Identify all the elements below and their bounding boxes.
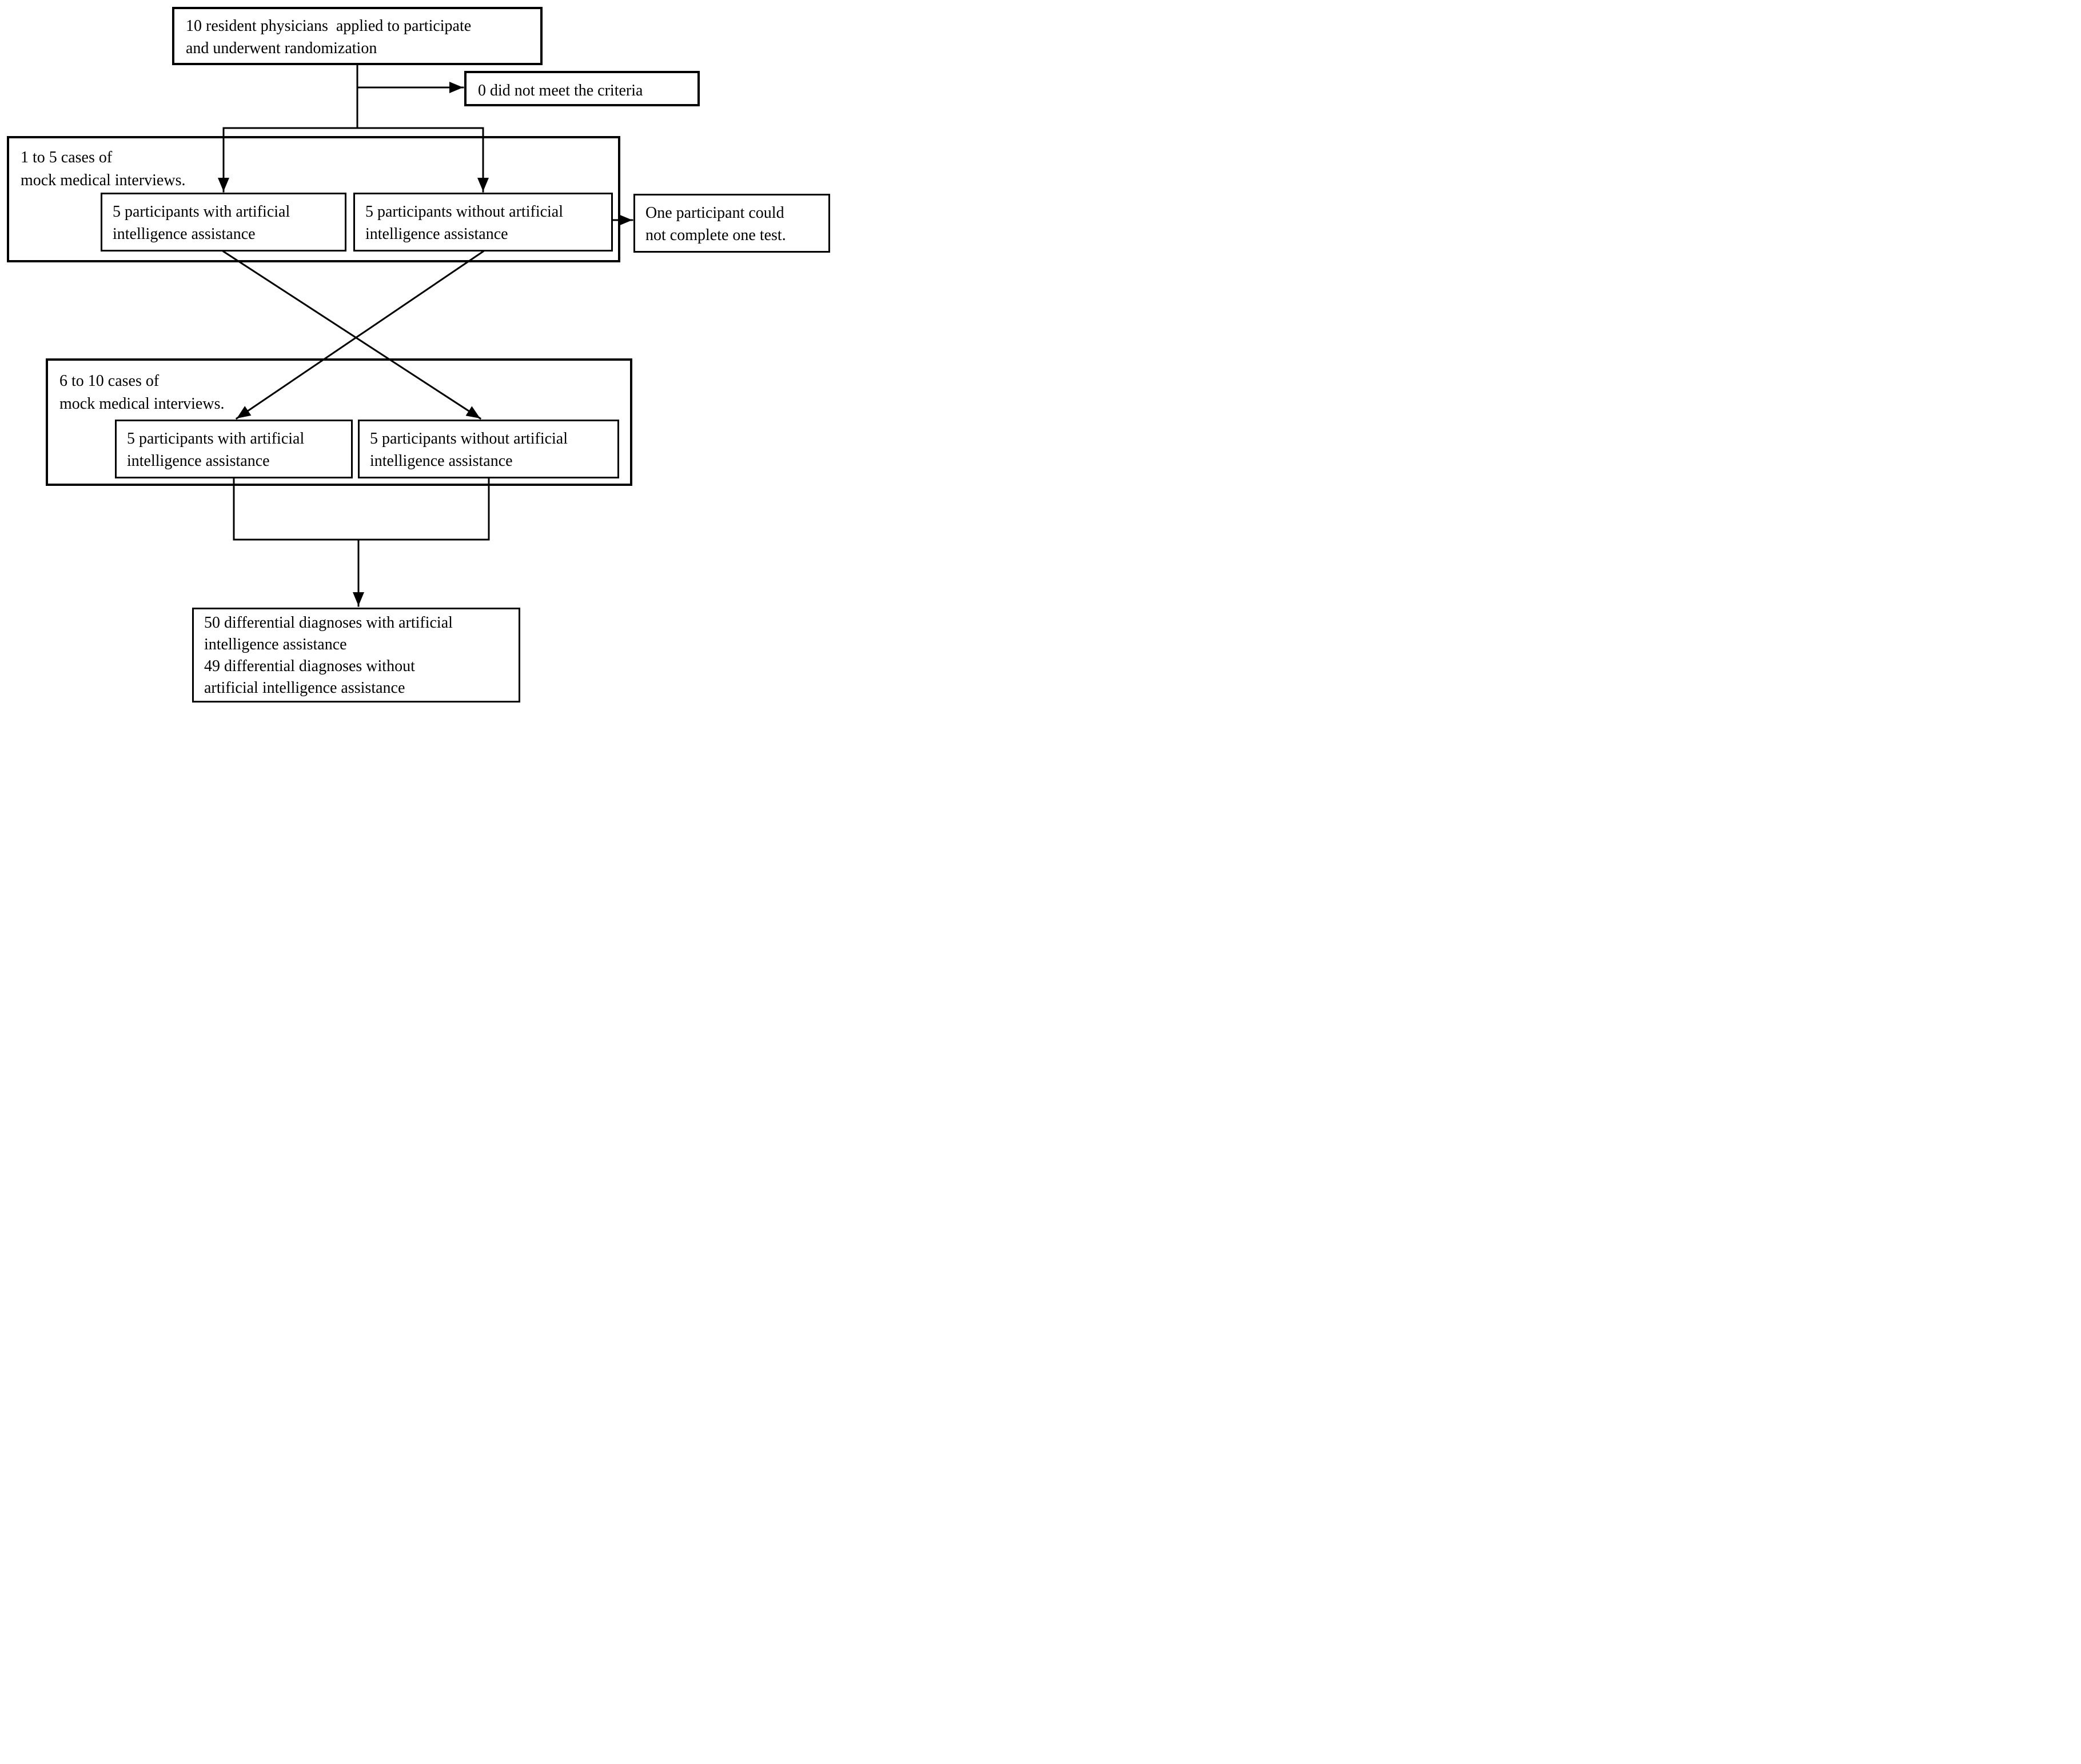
phase2-without-ai-box: 5 participants without artificial intell… (358, 420, 619, 478)
phase1-without-ai-box: 5 participants without artificial intell… (353, 193, 613, 252)
dropout-box: One participant could not complete one t… (633, 194, 830, 253)
phase2-with-ai-box: 5 participants with artificial intellige… (115, 420, 353, 478)
phase1-label: 1 to 5 cases of mock medical interviews. (21, 149, 186, 189)
participant-flow-diagram: 1 to 5 cases of mock medical interviews.… (0, 0, 832, 705)
outcome-box: 50 differential diagnoses with artificia… (192, 608, 520, 703)
exclusion-box: 0 did not meet the criteria (464, 71, 700, 106)
flow-connectors (218, 64, 633, 607)
phase1-with-ai-box: 5 participants with artificial intellige… (101, 193, 346, 252)
phase2-label: 6 to 10 cases of mock medical interviews… (59, 372, 225, 413)
enrollment-box: 10 resident physicians applied to partic… (172, 7, 543, 65)
